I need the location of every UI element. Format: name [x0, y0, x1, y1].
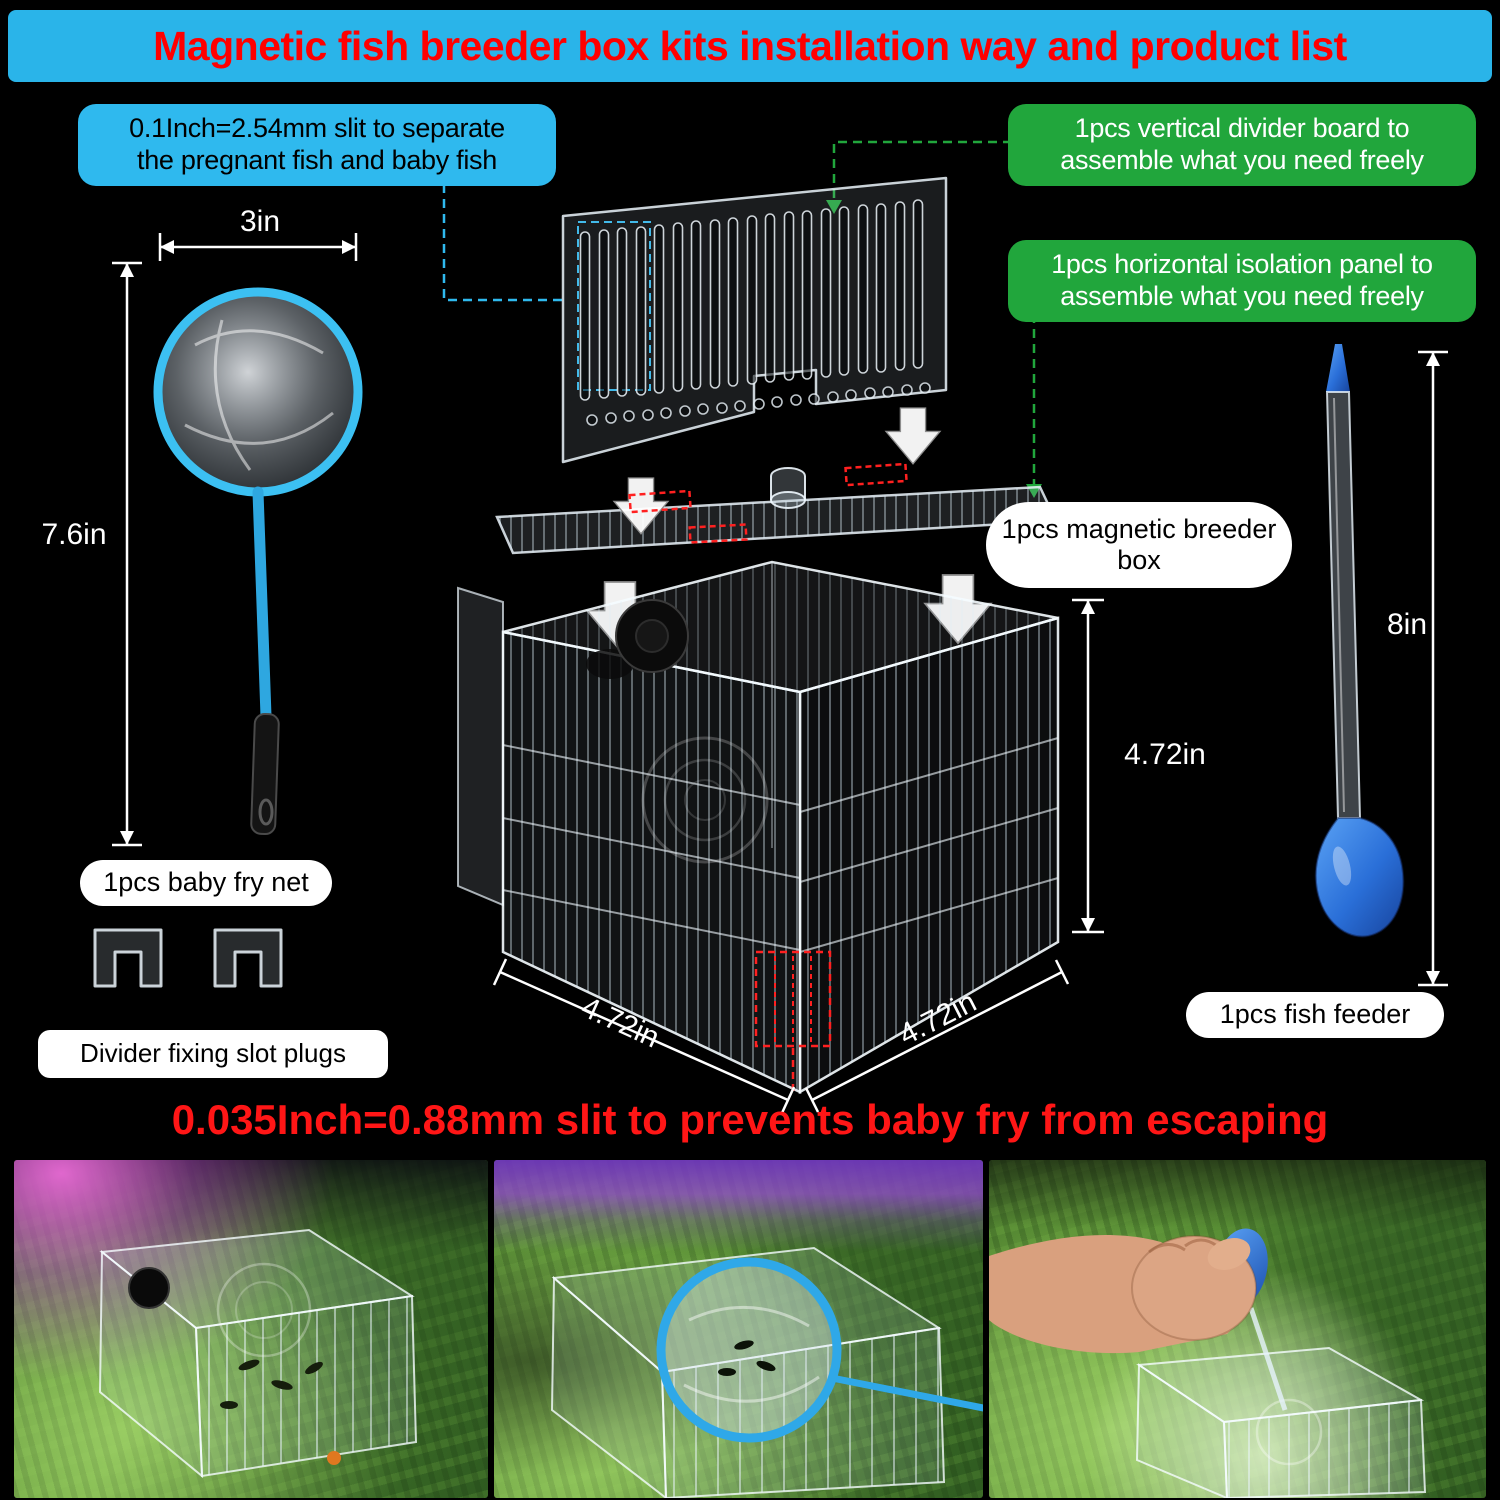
- photo2-breeder-box: [550, 1246, 946, 1498]
- fish-silhouettes: [220, 1359, 323, 1409]
- escape-slit-caption: 0.035Inch=0.88mm slit to prevents baby f…: [171, 1096, 1329, 1143]
- net-handle: [252, 486, 272, 722]
- dim-net-length: 7.6in: [41, 518, 107, 551]
- photo3-overlay: [989, 1228, 1427, 1498]
- photo-net-in-breeder-box: [494, 1160, 983, 1498]
- vertical-divider-board: [561, 176, 948, 464]
- installation-diagram: [93, 140, 1448, 1114]
- callout-vertical-divider: 1pcs vertical divider board to assemble …: [1008, 104, 1476, 186]
- photo-feeder-in-breeder-box: [989, 1160, 1486, 1498]
- pink-light-tint: [14, 1160, 488, 1498]
- slit-markers: [628, 462, 908, 1094]
- photo-breeder-box-in-tank: [14, 1160, 488, 1498]
- fish-silhouettes: [718, 1340, 776, 1376]
- label-divider-plugs: Divider fixing slot plugs: [38, 1030, 388, 1078]
- callout-slit-separator-line2: the pregnant fish and baby fish: [137, 144, 497, 175]
- feeder-tip: [1326, 344, 1350, 392]
- page-title: Magnetic fish breeder box kits installat…: [153, 22, 1347, 69]
- title-banner: Magnetic fish breeder box kits installat…: [8, 10, 1492, 82]
- photo1-overlay: [98, 1228, 418, 1479]
- callout-vertical-divider-line1: 1pcs vertical divider board to: [1074, 113, 1410, 143]
- callout-horizontal-panel: 1pcs horizontal isolation panel to assem…: [1008, 240, 1476, 322]
- callout-slit-separator-line1: 0.1Inch=2.54mm slit to separate: [129, 113, 505, 143]
- dim-box-height: 4.72in: [1124, 738, 1206, 771]
- magnetic-breeder-box: [457, 560, 1060, 1095]
- photo1-breeder-box: [98, 1228, 418, 1479]
- feeder-bulb: [1314, 817, 1405, 938]
- label-breeder-box-line1: 1pcs magnetic breeder: [1001, 513, 1277, 544]
- photo3-breeder-box: [1135, 1346, 1427, 1498]
- magnet-clamp: [586, 599, 689, 679]
- callout-horizontal-panel-line2: assemble what you need freely: [1060, 280, 1424, 311]
- label-breeder-box-line2: box: [1117, 545, 1161, 575]
- photo2-net: [656, 1257, 983, 1443]
- callout-horizontal-panel-line1: 1pcs horizontal isolation panel to: [1051, 249, 1433, 279]
- label-breeder-box: 1pcs magnetic breeder box: [986, 502, 1292, 588]
- magnet-icon: [128, 1267, 170, 1309]
- dim-net-diameter: 3in: [239, 205, 281, 238]
- label-baby-fry-net: 1pcs baby fry net: [80, 860, 332, 906]
- callout-vertical-divider-line2: assemble what you need freely: [1060, 144, 1424, 175]
- baby-fry-net-illustration: [153, 287, 363, 836]
- net-ring: [153, 287, 363, 497]
- dim-feeder-length: 8in: [1386, 608, 1428, 641]
- divider-fixing-slot-plugs: [93, 928, 283, 988]
- callout-slit-separator: 0.1Inch=2.54mm slit to separate the preg…: [78, 104, 556, 186]
- photo2-overlay: [550, 1246, 983, 1498]
- photo3-feeder-and-hand: [989, 1228, 1288, 1411]
- horizontal-isolation-panel: [495, 467, 1058, 555]
- dimension-lines: [112, 233, 1448, 1114]
- label-fish-feeder: 1pcs fish feeder: [1186, 992, 1444, 1038]
- fish-feeder-illustration: [1314, 344, 1405, 938]
